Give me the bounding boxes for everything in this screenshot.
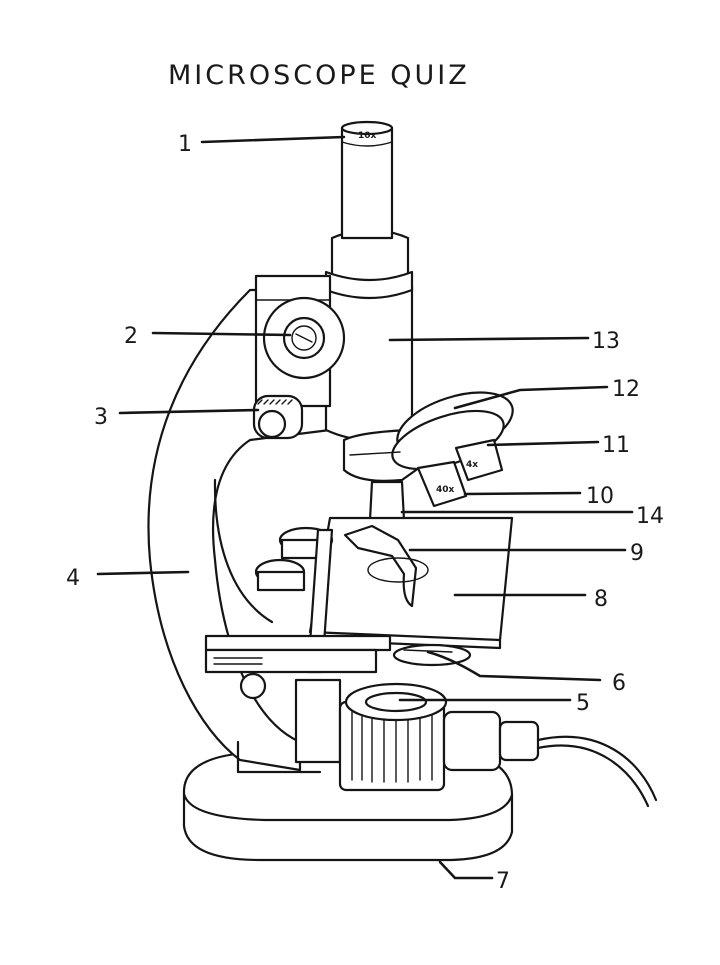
label-5: 5 — [576, 691, 590, 716]
label-11: 11 — [602, 433, 630, 458]
leader-4 — [96, 570, 190, 576]
label-8: 8 — [594, 587, 608, 612]
leader-11 — [486, 440, 600, 447]
fine-adjustment-knob — [252, 394, 304, 440]
label-12: 12 — [612, 377, 640, 402]
objective-low-mark: 4x — [466, 460, 478, 470]
leader-1 — [200, 135, 346, 144]
quiz-title: MICROSCOPE QUIZ — [168, 60, 470, 91]
label-1: 1 — [178, 132, 192, 157]
leader-6 — [426, 650, 602, 682]
label-3: 3 — [94, 405, 108, 430]
label-7: 7 — [496, 869, 510, 894]
part-labels: 1 2 3 4 5 6 7 8 9 10 11 12 13 14 — [66, 132, 664, 894]
objective-mid-mark: 40x — [436, 485, 455, 495]
leader-12 — [453, 385, 609, 410]
diaphragm — [392, 643, 472, 667]
label-6: 6 — [612, 671, 626, 696]
stage-clip — [343, 524, 429, 608]
label-2: 2 — [124, 324, 138, 349]
label-14: 14 — [636, 504, 664, 529]
label-13: 13 — [592, 329, 620, 354]
leader-2 — [151, 331, 292, 337]
label-4: 4 — [66, 566, 80, 591]
objective-lens-low: 4x — [454, 438, 504, 482]
label-9: 9 — [630, 541, 644, 566]
eyepiece-magnification: 10x — [358, 131, 377, 141]
leader-3 — [118, 408, 260, 415]
objective-lens-mid: 40x — [416, 460, 468, 508]
coarse-adjustment-knob — [262, 296, 346, 380]
light-source — [294, 678, 658, 808]
label-10: 10 — [586, 484, 614, 509]
leader-10 — [463, 491, 582, 496]
leader-7 — [438, 860, 494, 880]
mechanical-stage-rail — [204, 634, 392, 700]
eyepiece: 10x — [340, 120, 394, 240]
leader-lines — [96, 135, 634, 880]
leader-13 — [388, 336, 590, 342]
